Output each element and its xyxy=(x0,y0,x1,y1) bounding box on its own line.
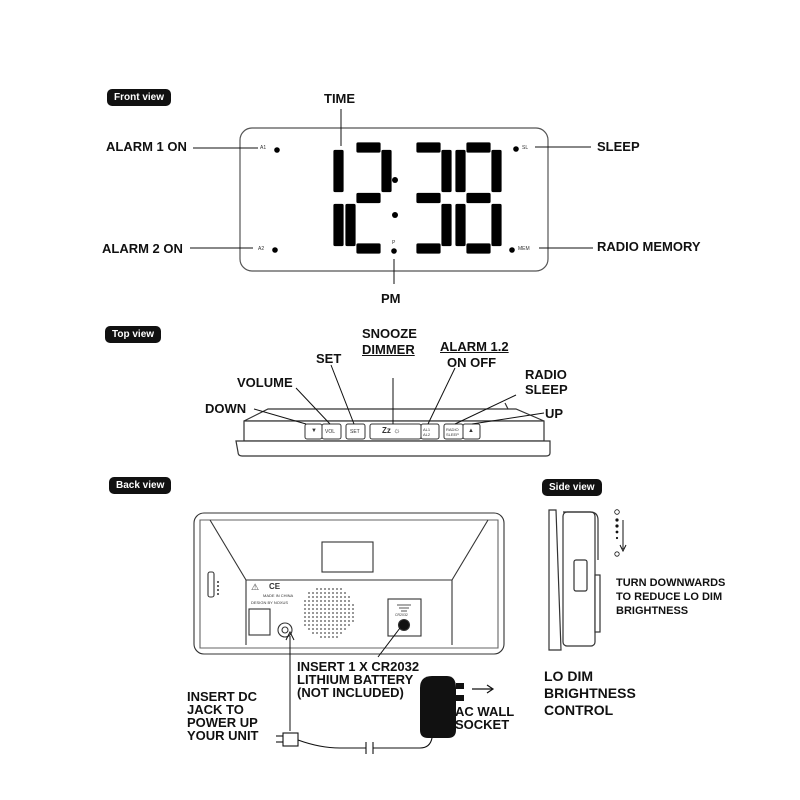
down-label: DOWN xyxy=(205,401,247,416)
digit-segment xyxy=(355,141,382,154)
battery-label: INSERT 1 X CR2032 LITHIUM BATTERY (NOT I… xyxy=(297,659,420,700)
sleep-label: SLEEP xyxy=(597,139,640,154)
front-clock xyxy=(239,127,549,272)
btn-snooze: Zz ☼ xyxy=(382,426,401,435)
btn-set: SET xyxy=(350,429,360,435)
snooze-label: SNOOZE xyxy=(362,326,417,341)
digit-segment xyxy=(490,203,503,247)
sleep-indicator xyxy=(513,146,519,152)
section-back-view: Back view xyxy=(109,477,172,494)
digit-segment xyxy=(465,141,492,154)
lo-dim-control-label: LO DIM BRIGHTNESS CONTROL xyxy=(544,668,636,718)
a2-mark: A2 xyxy=(258,246,265,252)
digit-segment xyxy=(440,149,453,193)
top-buttons xyxy=(304,423,481,440)
digit-segment xyxy=(332,203,345,247)
digit-segment xyxy=(415,242,442,255)
digit-segment xyxy=(465,242,492,255)
brightness-arrow xyxy=(614,509,627,557)
dc-jack-plug xyxy=(276,732,433,754)
memory-indicator xyxy=(509,247,515,253)
digit-segment xyxy=(332,149,345,193)
ce-mark: CE xyxy=(269,582,281,591)
digit-segment xyxy=(344,203,357,247)
btn-radio: RADIO SLEEP xyxy=(446,427,459,437)
digit-segment xyxy=(490,149,503,193)
mem-mark: MEM xyxy=(518,246,530,252)
volume-label: VOLUME xyxy=(237,375,293,390)
design-mark: DESIGN BY NOXUS xyxy=(251,600,289,605)
battery-door-mark: CR2032 xyxy=(395,613,408,617)
speaker-grille xyxy=(304,588,354,638)
section-top-view: Top view xyxy=(105,326,162,343)
p-mark: P xyxy=(392,240,396,246)
digit-segment xyxy=(415,141,442,154)
digit-segment xyxy=(415,192,442,204)
section-side-view: Side view xyxy=(542,479,602,496)
pm-label: PM xyxy=(381,291,401,306)
made-in-mark: MADE IN CHINA xyxy=(263,593,294,598)
a1-mark: A1 xyxy=(260,145,267,151)
btn-up: ▲ xyxy=(468,428,474,434)
time-label: TIME xyxy=(324,91,356,106)
dimmer-label: DIMMER xyxy=(362,342,415,357)
digit-segment xyxy=(355,242,382,255)
up-label: UP xyxy=(545,406,564,421)
dc-jack-label: INSERT DC JACK TO POWER UP YOUR UNIT xyxy=(187,689,259,743)
radio-label: RADIO xyxy=(525,367,567,382)
btn-alarm: AL1 AL2 xyxy=(423,427,431,437)
ac-socket-label: AC WALL SOCKET xyxy=(455,704,514,732)
set-label: SET xyxy=(316,351,342,366)
onoff-label: ON OFF xyxy=(447,355,497,370)
pm-indicator xyxy=(391,248,397,254)
side-clock xyxy=(548,509,601,651)
digit-segment xyxy=(355,192,382,204)
alarm1-label: ALARM 1 ON xyxy=(106,139,187,154)
digit-display xyxy=(332,141,503,255)
sl-mark: SL xyxy=(522,145,529,151)
recycle-icon: ⚠ xyxy=(251,582,260,592)
digit-segment xyxy=(380,149,393,193)
back-clock xyxy=(193,512,505,655)
section-front-view: Front view xyxy=(107,89,172,106)
alarm12-label: ALARM 1.2 xyxy=(440,339,509,354)
btn-down: ▼ xyxy=(311,428,317,434)
alarm1-indicator xyxy=(274,147,280,153)
ac-adapter xyxy=(420,676,495,738)
turn-downwards-label: TURN DOWNWARDS TO REDUCE LO DIM BRIGHTNE… xyxy=(616,577,726,617)
radio-sleep-label: SLEEP xyxy=(525,382,568,397)
radio-memory-label: RADIO MEMORY xyxy=(597,239,701,254)
digit-segment xyxy=(454,149,467,193)
alarm2-indicator xyxy=(272,247,278,253)
digit-segment xyxy=(454,203,467,247)
digit-segment xyxy=(440,203,453,247)
btn-vol: VOL xyxy=(325,429,336,435)
digit-segment xyxy=(465,192,492,204)
alarm2-label: ALARM 2 ON xyxy=(102,241,183,256)
